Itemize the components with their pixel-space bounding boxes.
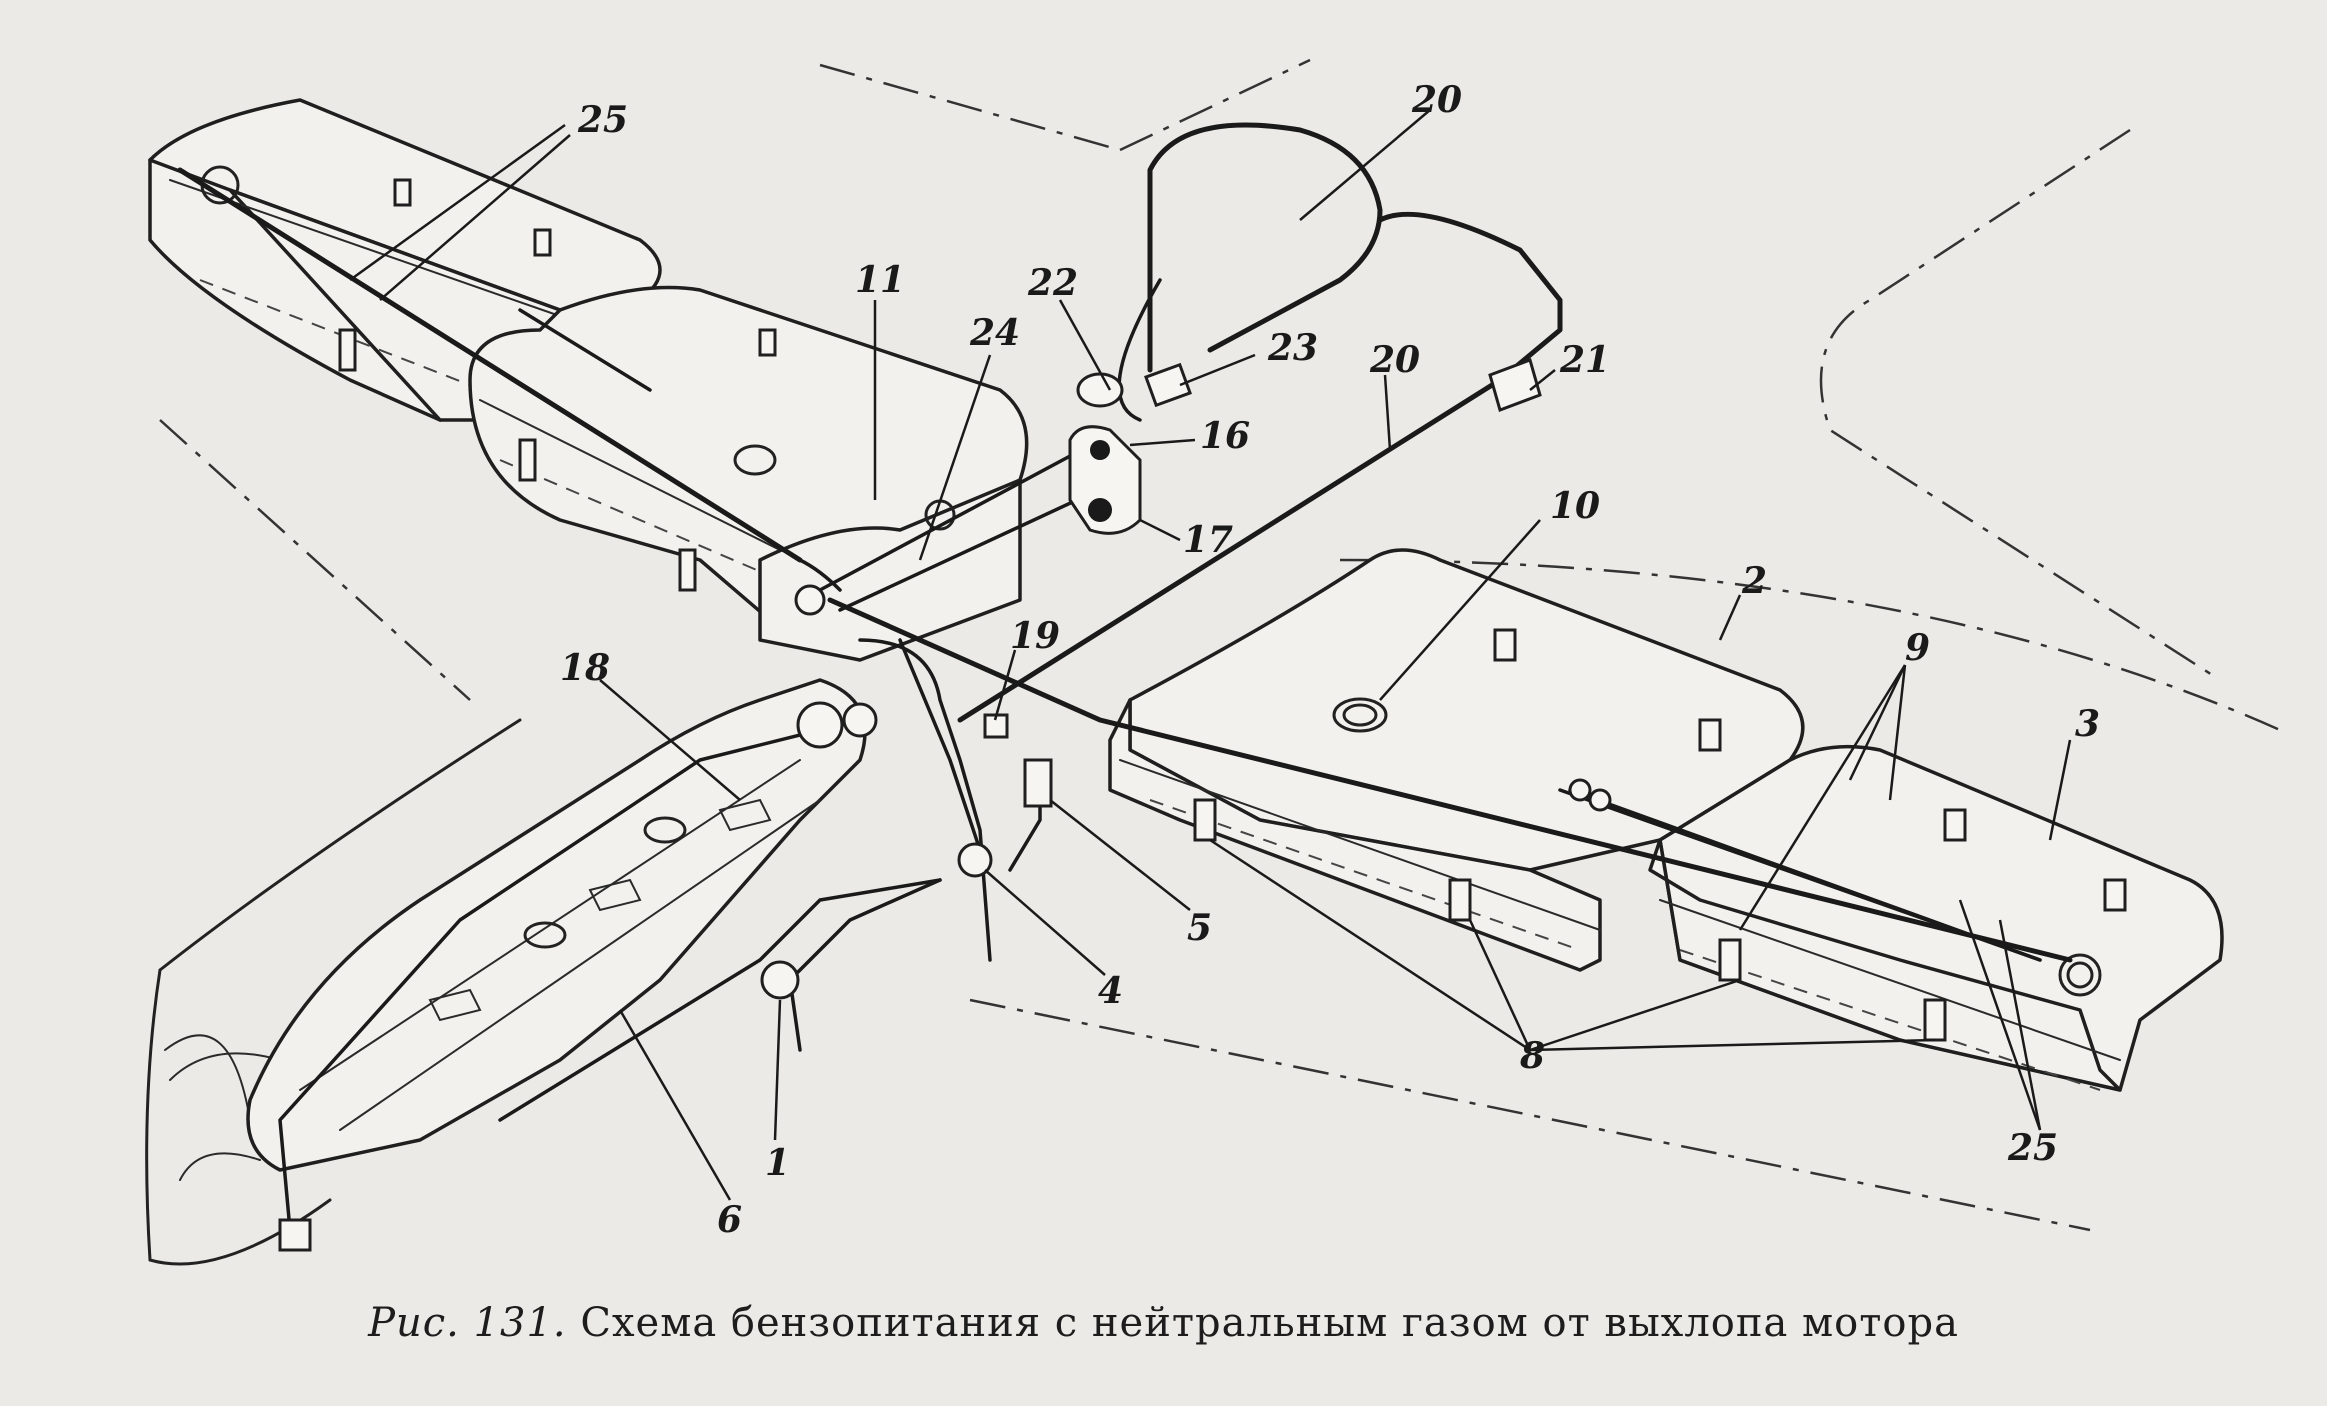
leader-lines [349,109,2072,1201]
components [278,178,2127,1252]
left-outer-tank [148,98,662,422]
callout-20-top: 20 [1411,79,1462,121]
callout-23: 23 [1267,327,1318,369]
callout-10: 10 [1550,485,1600,527]
callout-5: 5 [1187,907,1212,949]
right-main-tank [1108,548,1805,972]
callout-22: 22 [1027,262,1078,304]
callout-17: 17 [1183,519,1233,561]
pipe-network [177,122,2073,1232]
callout-4: 4 [1098,970,1123,1012]
callout-1: 1 [765,1142,790,1184]
callout-25-top: 25 [577,99,628,141]
callout-19: 19 [1010,615,1060,657]
caption-text: Схема бензопитания с нейтральным газом о… [580,1300,1959,1346]
callout-labels: 25 20 11 22 24 23 20 21 16 17 10 2 19 18… [560,79,2100,1241]
callout-16: 16 [1200,415,1250,457]
callout-24: 24 [969,312,1020,354]
callout-18: 18 [560,647,610,689]
caption-number: Рис. 131. [368,1300,567,1346]
callout-11: 11 [855,259,905,301]
left-inner-tank [468,285,1029,662]
callout-6: 6 [717,1199,742,1241]
callout-2: 2 [1741,560,1767,602]
fuselage-tank [246,678,867,1172]
figure-caption: Рис. 131. Схема бензопитания с нейтральн… [0,1300,2327,1346]
airframe-outline [145,58,2281,1266]
callout-8: 8 [1519,1035,1545,1077]
callout-3: 3 [2075,703,2100,745]
callout-25-bottom: 25 [2007,1127,2058,1169]
callout-20-mid: 20 [1369,339,1420,381]
callout-21: 21 [1559,339,1610,381]
callout-9: 9 [1905,627,1930,669]
